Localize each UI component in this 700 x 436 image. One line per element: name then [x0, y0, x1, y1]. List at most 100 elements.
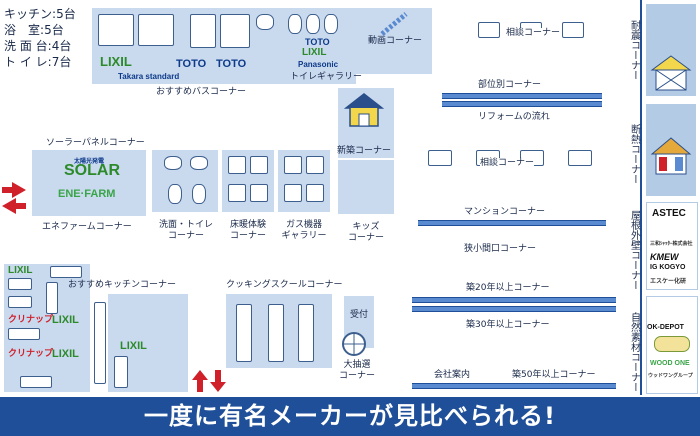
solar-corner-label: ソーラーパネルコーナー	[46, 138, 145, 148]
roof-brands-panel	[646, 202, 698, 290]
kitchen-counter-1	[8, 278, 32, 290]
toto-logo-toilet: TOTO	[305, 37, 330, 47]
woodone-sub-logo: ウッドワングループ	[648, 373, 693, 379]
toilet-icon-3	[324, 14, 338, 34]
lixil-logo-kitchen-3: LIXIL	[52, 348, 79, 360]
consult-table-4	[428, 150, 452, 166]
exit-arrows-icon	[192, 370, 226, 392]
lixil-logo-kitchen-2: LIXIL	[52, 314, 79, 326]
legend: キッチン:5台 浴 室:5台 洗 面 台:4台 ト イ レ:7台	[4, 6, 92, 86]
lixil-logo-kitchen-main: LIXIL	[120, 340, 147, 352]
washroom-label: 洗面・トイレ コーナー	[158, 220, 213, 241]
toilet-gallery-label: トイレギャラリー	[290, 72, 363, 82]
enefarm-corner-label: エネファームコーナー	[42, 222, 132, 232]
bathtub-1	[98, 14, 134, 46]
quake-house-icon	[650, 55, 692, 91]
parts-stripe-2	[442, 101, 602, 107]
gas-tile-2	[306, 156, 324, 174]
toto-logo-bath-2: TOTO	[216, 58, 247, 70]
lixil-logo-toilet: LIXIL	[302, 47, 327, 58]
company-info-label: 会社案内	[434, 370, 471, 380]
sanwa-logo: 三和ｼｬｯﾀｰ株式会社	[650, 241, 693, 247]
kitchen-counter-4	[46, 282, 58, 314]
y30-corner-label: 築30年以上コーナー	[466, 320, 550, 330]
lixil-logo-kitchen-1: LIXIL	[8, 265, 33, 276]
cleanup-logo-1: クリナップ	[8, 314, 54, 324]
mansion-stripe	[418, 220, 606, 226]
kids-corner-label: キッズ コーナー	[347, 222, 384, 243]
toto-logo-bath-1: TOTO	[176, 58, 207, 70]
kitchen-counter-2	[8, 296, 32, 308]
narrow-corner-label: 狭小間口コーナー	[464, 244, 537, 254]
kids-zone	[338, 160, 394, 214]
legend-row-washstand: 洗 面 台:4台	[4, 39, 72, 53]
panasonic-logo: Panasonic	[298, 60, 339, 69]
right-divider	[640, 0, 642, 395]
natural-corner-label: 自然素材コーナー	[628, 312, 640, 392]
kitchen-counter-3	[50, 266, 82, 278]
washbasin-1	[164, 156, 182, 170]
toilet-icon-4	[168, 184, 182, 204]
legend-row-bath: 浴 室:5台	[4, 23, 64, 37]
cooking-corner-label: クッキングスクールコーナー	[226, 280, 343, 290]
takara-logo: Takara standard	[118, 72, 180, 81]
solar-small-text: 太陽光発電	[74, 159, 105, 165]
new-build-label: 新築コーナー	[337, 146, 392, 156]
cooking-station-3	[298, 304, 314, 362]
toilet-icon-5	[192, 184, 206, 204]
quake-corner-label: 耐震コーナー	[628, 20, 640, 80]
bathtub-4	[220, 14, 250, 48]
legend-row-toilet: ト イ レ:7台	[4, 55, 72, 69]
kitchen-island-2	[114, 356, 128, 388]
legend-row-kitchen: キッチン:5台	[4, 7, 76, 21]
parts-stripe-1	[442, 93, 602, 99]
slogan-text: 一度に有名メーカーが見比べられる!	[144, 402, 556, 430]
cooking-station-2	[268, 304, 284, 362]
toilet-icon-1	[288, 14, 302, 34]
cleanup-logo-2: クリナップ	[8, 348, 54, 358]
house-icon	[344, 93, 384, 127]
mansion-corner-label: マンションコーナー	[464, 207, 546, 217]
insulation-corner-label: 断熱コーナー	[628, 124, 640, 184]
bathtub-2	[138, 14, 174, 46]
woodone-logo: WOOD ONE	[650, 360, 690, 367]
bath-corner-label: おすすめバスコーナー	[156, 87, 247, 97]
gas-gallery-label: ガス機器 ギャラリー	[281, 220, 327, 241]
kitchen-corner-label: おすすめキッチンコーナー	[68, 280, 177, 290]
astec-logo: ASTEC	[652, 208, 686, 219]
okdepot-badge-icon	[654, 336, 690, 352]
consult-table-7	[568, 150, 592, 166]
floor-heating-label: 床暖体験 コーナー	[229, 220, 266, 241]
video-corner-zone	[356, 8, 432, 74]
kitchen-island-1	[94, 302, 106, 384]
kitchen-counter-5	[8, 328, 40, 340]
consult-table-1	[478, 22, 500, 38]
sink-icon	[256, 14, 274, 30]
enefarm-logo: ENE·FARM	[58, 188, 116, 200]
sk-logo: エスケー化研	[650, 279, 687, 285]
bathtub-3	[190, 14, 216, 48]
floor-tile-2	[250, 156, 268, 174]
washroom-zone	[152, 150, 218, 212]
parts-corner-label: 部位別コーナー	[478, 80, 542, 90]
consult-table-3	[562, 22, 584, 38]
solar-zone	[32, 150, 146, 216]
floor-tile-3	[228, 184, 246, 202]
kitchen-counter-6	[20, 376, 52, 388]
washbasin-2	[190, 156, 208, 170]
y50-corner-label: 築50年以上コーナー	[512, 370, 596, 380]
reform-flow-label: リフォームの流れ	[478, 112, 550, 122]
igkogyo-logo: IG KOGYO	[650, 264, 686, 271]
y20-stripe	[412, 297, 616, 303]
toilet-icon-2	[306, 14, 320, 34]
gas-tile-3	[284, 184, 302, 202]
consult-corner-2-label: 相談コーナー	[480, 158, 535, 169]
consult-corner-1-label: 相談コーナー	[506, 28, 561, 39]
roof-corner-label: 屋根外壁コーナー	[628, 210, 640, 290]
gas-tile-4	[306, 184, 324, 202]
lottery-wheel-icon	[342, 332, 366, 356]
solar-logo: SOLAR	[64, 162, 120, 179]
y30-stripe	[412, 306, 616, 312]
insulation-house-icon	[650, 137, 692, 175]
floor-tile-4	[250, 184, 268, 202]
